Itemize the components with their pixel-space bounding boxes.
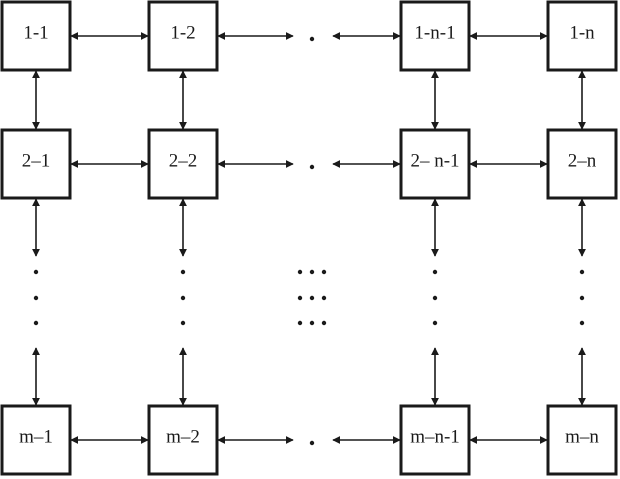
node-box: m–1 [0, 404, 72, 476]
node-box: 2–2 [147, 128, 219, 200]
node-box: 1-n-1 [399, 0, 471, 72]
ellipsis-dot [432, 320, 438, 326]
ellipsis-dot [321, 269, 327, 275]
node-box: 1-1 [0, 0, 72, 72]
node-label: 2–1 [22, 150, 51, 171]
node-label: 1-n-1 [414, 22, 455, 43]
ellipsis-dot [309, 320, 315, 326]
node-label: m–n-1 [410, 426, 460, 447]
node-frame [399, 128, 471, 200]
ellipsis-dot [579, 320, 585, 326]
ellipsis-dot [297, 320, 303, 326]
ellipsis-dot [321, 295, 327, 301]
node-frame [0, 0, 72, 72]
ellipsis-dot [321, 320, 327, 326]
ellipsis-dot [33, 295, 39, 301]
node-label: 1-2 [170, 22, 195, 43]
ellipsis-dot [432, 295, 438, 301]
node-box: 1-2 [147, 0, 219, 72]
node-label: m–2 [166, 426, 200, 447]
node-frame [147, 128, 219, 200]
ellipsis-dot [180, 320, 186, 326]
node-label: m–n [565, 426, 599, 447]
node-box: m–2 [147, 404, 219, 476]
node-box: 2– n-1 [399, 128, 471, 200]
ellipsis-dot [432, 269, 438, 275]
node-box: m–n [546, 404, 618, 476]
node-label: 2– n-1 [410, 150, 459, 171]
node-frame [399, 0, 471, 72]
node-frame [546, 0, 618, 72]
node-label: 1-n [569, 22, 595, 43]
ellipsis-dot [180, 269, 186, 275]
ellipsis-dot [33, 320, 39, 326]
node-frame [147, 404, 219, 476]
ellipsis-dot [297, 269, 303, 275]
node-label: 1-1 [23, 22, 48, 43]
ellipsis-dot [297, 295, 303, 301]
node-label: 2–n [568, 150, 597, 171]
node-frame [546, 404, 618, 476]
node-frame [399, 404, 471, 476]
ellipsis-dot [309, 164, 315, 170]
node-frame [546, 128, 618, 200]
ellipsis-dot [309, 440, 315, 446]
node-box: 2–n [546, 128, 618, 200]
node-box: 2–1 [0, 128, 72, 200]
ellipsis-dot [309, 269, 315, 275]
node-box: m–n-1 [399, 404, 471, 476]
node-frame [147, 0, 219, 72]
node-frame [0, 128, 72, 200]
ellipsis-dot [579, 295, 585, 301]
node-box: 1-n [546, 0, 618, 72]
ellipsis-dot [33, 269, 39, 275]
ellipsis-dot [180, 295, 186, 301]
node-frame [0, 404, 72, 476]
ellipsis-dot [309, 36, 315, 42]
node-label: m–1 [19, 426, 53, 447]
ellipsis-dot [309, 295, 315, 301]
node-label: 2–2 [169, 150, 198, 171]
ellipsis-dot [579, 269, 585, 275]
